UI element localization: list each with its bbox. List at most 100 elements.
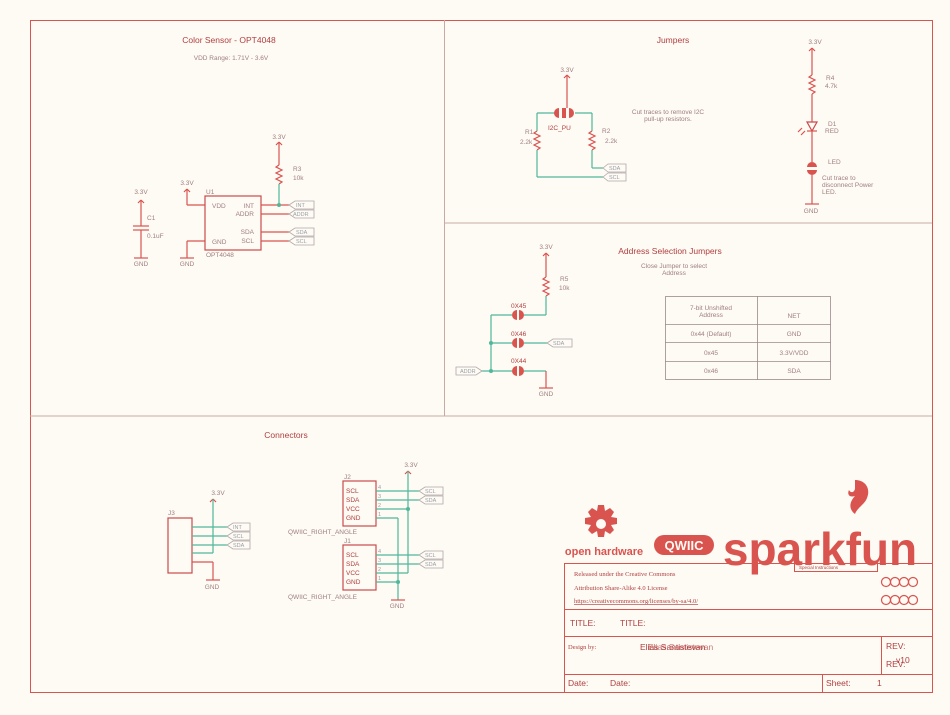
svg-text:LED.: LED. — [822, 189, 837, 196]
svg-text:INT: INT — [244, 203, 255, 210]
svg-text:1: 1 — [877, 678, 882, 688]
svg-text:GND: GND — [134, 261, 149, 268]
svg-text:Sheet:: Sheet: — [826, 678, 851, 688]
svg-text:SDA: SDA — [346, 561, 360, 568]
svg-text:GND: GND — [346, 515, 361, 522]
svg-text:disconnect Power: disconnect Power — [822, 182, 874, 189]
svg-text:Cut trace to: Cut trace to — [822, 175, 856, 182]
svg-text:sparkfun: sparkfun — [723, 523, 917, 575]
license-link[interactable]: https://creativecommons.org/licenses/by-… — [574, 598, 698, 605]
svg-text:3.3V/VDD: 3.3V/VDD — [780, 350, 809, 357]
svg-text:0X44: 0X44 — [511, 358, 527, 365]
svg-text:R3: R3 — [293, 166, 302, 173]
svg-text:VCC: VCC — [346, 506, 360, 513]
svg-text:3.3V: 3.3V — [560, 67, 574, 74]
svg-text:3: 3 — [378, 558, 381, 564]
sheet-border — [30, 20, 933, 693]
svg-text:GND: GND — [205, 584, 220, 591]
svg-text:ADDR: ADDR — [236, 211, 255, 218]
svg-text:2: 2 — [378, 503, 381, 509]
svg-text:SDA: SDA — [787, 368, 801, 375]
qwiic-logo: QWIIC — [654, 535, 714, 555]
title-block: Special Instructions Released under the … — [564, 563, 933, 693]
svg-text:TITLE:: TITLE: — [570, 618, 596, 628]
svg-text:VCC: VCC — [346, 570, 360, 577]
svg-text:RED: RED — [825, 128, 839, 135]
svg-text:SCL: SCL — [296, 239, 307, 245]
svg-text:SDA: SDA — [609, 166, 621, 172]
svg-text:1: 1 — [378, 576, 381, 582]
svg-text:Design by:: Design by: — [568, 644, 597, 651]
svg-text:VDD: VDD — [212, 203, 226, 210]
svg-text:4: 4 — [378, 485, 381, 491]
svg-text:GND: GND — [539, 391, 554, 398]
color-sensor-title: Color Sensor - OPT4048 — [182, 35, 276, 45]
svg-text:Date:: Date: — [610, 678, 630, 688]
svg-text:R2: R2 — [602, 128, 611, 135]
svg-text:0x44 (Default): 0x44 (Default) — [691, 331, 732, 338]
svg-text:C1: C1 — [147, 215, 156, 222]
svg-text:3.3V: 3.3V — [272, 134, 286, 141]
svg-text:SDA: SDA — [233, 543, 245, 549]
svg-text:GND: GND — [212, 239, 227, 246]
svg-text:0x46: 0x46 — [704, 368, 718, 375]
svg-text:Elias Santistevan: Elias Santistevan — [648, 642, 713, 652]
svg-text:4.7k: 4.7k — [825, 83, 838, 90]
net-flags-u1: INT ADDR SDA SCL — [288, 200, 315, 246]
svg-text:INT: INT — [233, 525, 243, 531]
svg-text:GND: GND — [787, 331, 802, 338]
svg-text:R4: R4 — [826, 75, 835, 82]
svg-text:J3: J3 — [168, 510, 175, 517]
svg-text:SDA: SDA — [425, 562, 437, 568]
svg-text:Address: Address — [699, 312, 724, 319]
svg-text:0.1uF: 0.1uF — [147, 233, 164, 240]
svg-text:REV:: REV: — [886, 641, 906, 651]
svg-text:0X45: 0X45 — [511, 303, 527, 310]
ic-u1-opt4048: 3.3V GND U1 OPT4048 VDD GND INT ADDR SDA… — [180, 180, 289, 268]
capacitor-c1: 3.3V GND C1 0.1uF — [133, 189, 164, 268]
svg-text:SCL: SCL — [241, 238, 254, 245]
svg-text:D1: D1 — [828, 121, 837, 128]
svg-text:SDA: SDA — [296, 230, 308, 236]
power-led: 3.3V R4 4.7k D1 RED LED GND Cut trace to… — [797, 39, 874, 215]
svg-text:ADDR: ADDR — [460, 369, 476, 375]
svg-text:3.3V: 3.3V — [134, 189, 148, 196]
svg-text:SCL: SCL — [346, 488, 359, 495]
svg-text:3.3V: 3.3V — [211, 490, 225, 497]
svg-text:SDA: SDA — [346, 497, 360, 504]
svg-text:GND: GND — [346, 579, 361, 586]
svg-text:REV:: REV: — [886, 659, 906, 669]
svg-text:4: 4 — [378, 549, 381, 555]
svg-text:3: 3 — [378, 494, 381, 500]
jumpers-title: Jumpers — [657, 35, 690, 45]
svg-text:QWIIC_RIGHT_ANGLE: QWIIC_RIGHT_ANGLE — [288, 529, 358, 536]
connector-j2: J2 SCL SDA VCC GND QWIIC_RIGHT_ANGLE SCL… — [288, 474, 444, 536]
svg-text:Released under the Creative Co: Released under the Creative Commons — [574, 571, 676, 578]
svg-text:NET: NET — [788, 313, 801, 320]
svg-text:SDA: SDA — [425, 498, 437, 504]
svg-text:R1: R1 — [525, 129, 534, 136]
address-table: 7-bit Unshifted Address NET 0x44 (Defaul… — [665, 296, 831, 380]
svg-text:Close Jumper to select: Close Jumper to select — [641, 263, 707, 270]
svg-text:3.3V: 3.3V — [404, 462, 418, 469]
cc-icons — [880, 576, 919, 606]
svg-text:v10: v10 — [896, 655, 910, 665]
svg-text:open hardware: open hardware — [565, 546, 643, 558]
svg-text:Special Instructions: Special Instructions — [799, 565, 839, 570]
svg-text:2.2k: 2.2k — [605, 138, 618, 145]
svg-text:INT: INT — [296, 203, 306, 209]
open-hardware-logo: open hardware — [565, 505, 643, 558]
svg-text:1: 1 — [378, 512, 381, 518]
svg-text:Attribution Share-Alike 4.0 Li: Attribution Share-Alike 4.0 License — [574, 585, 668, 592]
svg-text:LED: LED — [828, 159, 841, 166]
svg-text:QWIIC: QWIIC — [665, 538, 705, 553]
connectors-title: Connectors — [264, 430, 307, 440]
svg-text:3.3V: 3.3V — [808, 39, 822, 46]
svg-text:pull-up resistors.: pull-up resistors. — [644, 116, 692, 123]
svg-text:J2: J2 — [344, 474, 351, 481]
svg-text:7-bit Unshifted: 7-bit Unshifted — [690, 305, 732, 312]
svg-text:QWIIC_RIGHT_ANGLE: QWIIC_RIGHT_ANGLE — [288, 594, 358, 601]
svg-text:I2C_PU: I2C_PU — [548, 125, 571, 132]
svg-text:SCL: SCL — [425, 553, 436, 559]
